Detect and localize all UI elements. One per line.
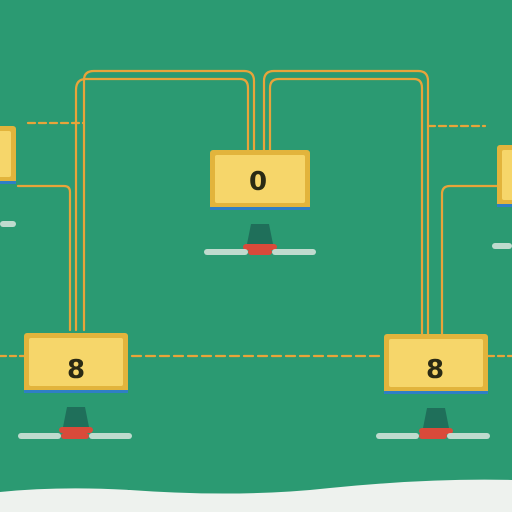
monitor-stand — [247, 224, 273, 244]
caption-blur — [447, 433, 490, 439]
monitor-node-edge-right — [497, 145, 512, 207]
monitor-accent-bar — [24, 390, 128, 393]
node-label: 0 — [249, 167, 267, 197]
caption-blur — [0, 221, 16, 227]
monitor-accent-bar — [210, 207, 310, 210]
node-label: 8 — [67, 355, 85, 385]
caption-blur — [492, 243, 512, 249]
caption-blur — [376, 433, 419, 439]
monitor-accent-bar — [497, 204, 512, 207]
monitor-stand — [63, 407, 89, 427]
monitor-accent-bar — [0, 181, 16, 184]
monitor-accent-bar — [384, 391, 488, 394]
caption-blur — [272, 249, 316, 255]
caption-accent — [61, 433, 89, 439]
caption-blur — [18, 433, 61, 439]
caption-accent — [419, 433, 447, 439]
monitor-stand-base — [59, 427, 93, 433]
monitor-node-edge-left — [0, 126, 16, 184]
monitor-stand — [423, 408, 449, 428]
caption-accent — [248, 249, 272, 255]
node-label: 8 — [426, 355, 444, 385]
monitor-screen — [502, 150, 512, 200]
caption-blur — [89, 433, 132, 439]
monitor-screen — [0, 131, 11, 177]
caption-blur — [204, 249, 248, 255]
